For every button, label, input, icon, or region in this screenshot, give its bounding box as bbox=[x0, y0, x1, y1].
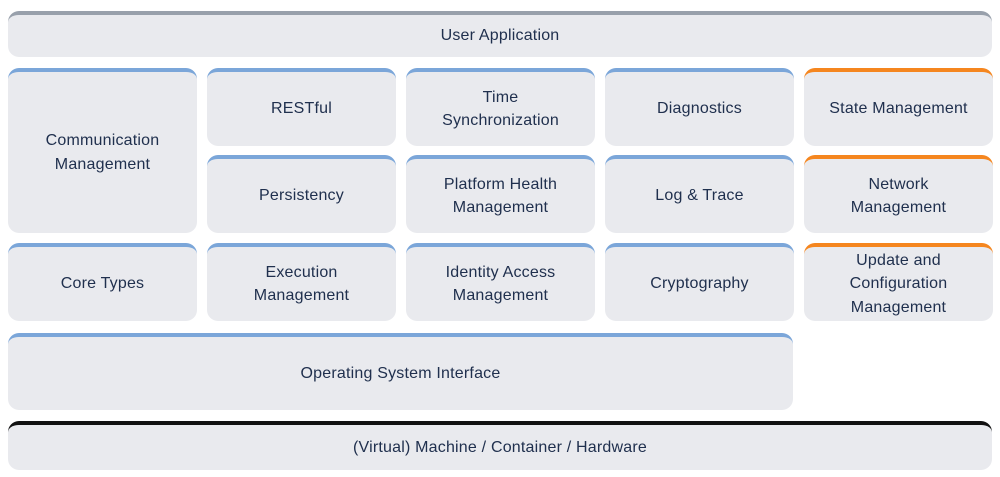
layer-operating-system-interface: Operating System Interface bbox=[8, 333, 793, 410]
module-communication-management: Communication Management bbox=[8, 68, 197, 233]
module-label: Platform Health Management bbox=[443, 175, 558, 216]
module-platform-health-management: Platform Health Management bbox=[406, 155, 595, 233]
module-label: Execution Management bbox=[253, 263, 350, 304]
module-update-configuration-management: Update and Configuration Management bbox=[804, 243, 993, 321]
module-network-management: Network Management bbox=[804, 155, 993, 233]
module-label: RESTful bbox=[271, 100, 332, 118]
module-label: State Management bbox=[829, 100, 968, 118]
module-label: Diagnostics bbox=[657, 100, 742, 118]
layer-os-interface-label: Operating System Interface bbox=[300, 364, 501, 382]
module-label: Cryptography bbox=[650, 275, 749, 293]
module-diagnostics: Diagnostics bbox=[605, 68, 794, 146]
module-core-types: Core Types bbox=[8, 243, 197, 321]
layer-machine-label: (Virtual) Machine / Container / Hardware bbox=[352, 438, 648, 456]
module-label: Communication Management bbox=[45, 132, 160, 173]
module-log-and-trace: Log & Trace bbox=[605, 155, 794, 233]
module-restful: RESTful bbox=[207, 68, 396, 146]
module-label: Log & Trace bbox=[655, 187, 744, 205]
module-label: Identity Access Management bbox=[445, 263, 556, 304]
module-state-management: State Management bbox=[804, 68, 993, 146]
module-time-synchronization: Time Synchronization bbox=[406, 68, 595, 146]
module-label: Time Synchronization bbox=[442, 88, 559, 129]
module-cryptography: Cryptography bbox=[605, 243, 794, 321]
module-label: Network Management bbox=[850, 175, 947, 216]
layer-user-application: User Application bbox=[8, 11, 992, 57]
layer-user-application-label: User Application bbox=[440, 27, 560, 45]
module-identity-access-management: Identity Access Management bbox=[406, 243, 595, 321]
layer-machine-container-hardware: (Virtual) Machine / Container / Hardware bbox=[8, 421, 992, 470]
module-execution-management: Execution Management bbox=[207, 243, 396, 321]
module-persistency: Persistency bbox=[207, 155, 396, 233]
module-label: Core Types bbox=[60, 275, 145, 293]
module-label: Update and Configuration Management bbox=[849, 252, 948, 316]
module-label: Persistency bbox=[259, 187, 344, 205]
